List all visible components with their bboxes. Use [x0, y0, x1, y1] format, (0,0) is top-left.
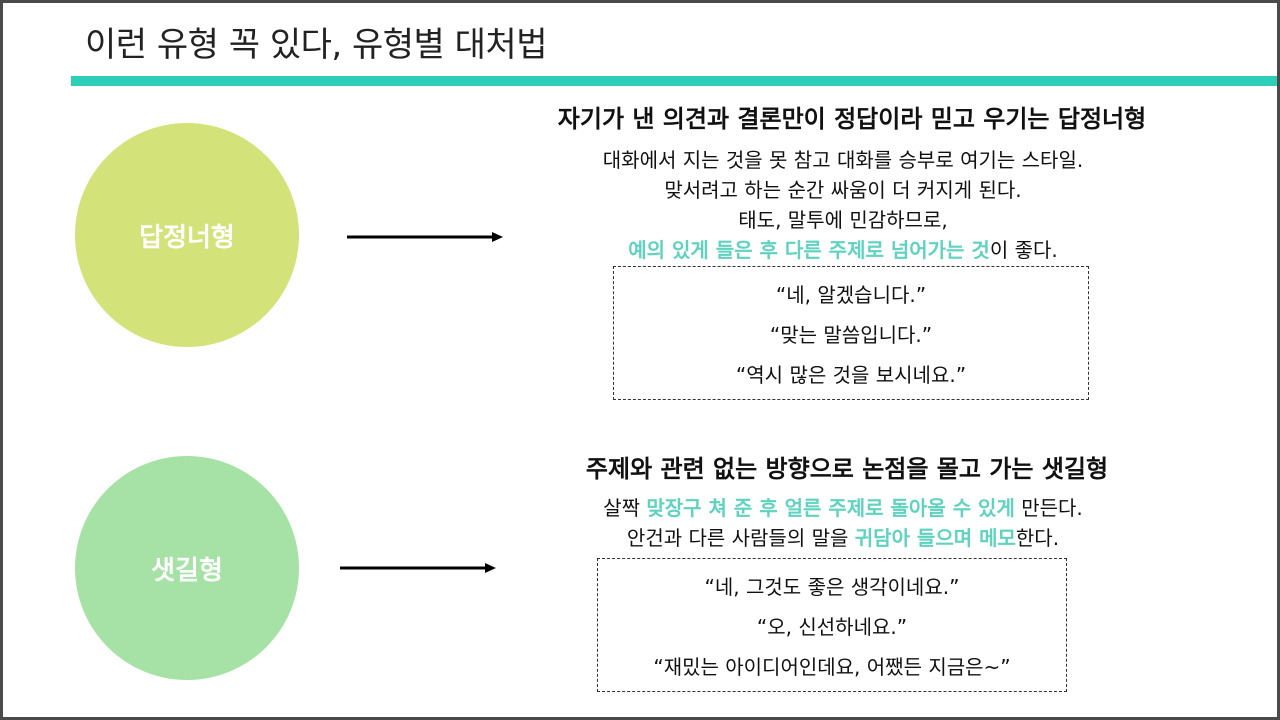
circle-type-1-label: 답정너형	[139, 222, 235, 253]
circle-type-1: 답정너형	[75, 123, 299, 347]
section-2-desc-line-1: 살짝 맞장구 쳐 준 후 얼른 주제로 돌아올 수 있게 만든다.	[493, 493, 1193, 523]
arrow-right-icon	[347, 232, 503, 242]
section-1-desc-line-1: 대화에서 지는 것을 못 참고 대화를 승부로 여기는 스타일.	[602, 148, 1084, 172]
section-2-description: 살짝 맞장구 쳐 준 후 얼른 주제로 돌아올 수 있게 만든다. 안건과 다른…	[493, 493, 1193, 553]
quote-item: “네, 알겠습니다.”	[775, 282, 927, 307]
section-2-desc-line-1-pre: 살짝	[603, 496, 647, 520]
section-2-highlight-1: 맞장구 쳐 준 후 얼른 주제로 돌아올 수 있게	[646, 496, 1015, 520]
section-2-desc-line-2-post: 한다.	[1015, 526, 1060, 550]
section-1-quotes-box: “네, 알겠습니다.” “맞는 말씀입니다.” “역시 많은 것을 보시네요.”	[613, 266, 1089, 400]
section-2-quotes-box: “네, 그것도 좋은 생각이네요.” “오, 신선하네요.” “재밌는 아이디어…	[597, 558, 1067, 692]
title-accent-bar	[71, 76, 1277, 86]
section-2-desc-line-2: 안건과 다른 사람들의 말을 귀담아 들으며 메모한다.	[493, 523, 1193, 553]
quote-item: “재밌는 아이디어인데요, 어쨌든 지금은~”	[653, 654, 1011, 679]
section-1-desc-line-4-rest: 이 좋다.	[989, 238, 1058, 262]
section-2-desc-line-2-pre: 안건과 다른 사람들의 말을	[626, 526, 855, 550]
circle-type-2-label: 샛길형	[151, 555, 223, 586]
quote-item: “맞는 말씀입니다.”	[769, 322, 933, 347]
section-1-desc-line-4: 예의 있게 들은 후 다른 주제로 넘어가는 것이 좋다.	[493, 235, 1193, 265]
quote-item: “네, 그것도 좋은 생각이네요.”	[704, 574, 960, 599]
section-1-desc-line-2: 맞서려고 하는 순간 싸움이 더 커지게 된다.	[664, 178, 1022, 202]
section-1-desc-line-3: 태도, 말투에 민감하므로,	[738, 208, 948, 232]
section-2-heading: 주제와 관련 없는 방향으로 논점을 몰고 가는 샛길형	[585, 455, 1109, 483]
arrow-right-icon	[340, 563, 496, 573]
circle-type-2: 샛길형	[75, 456, 299, 680]
section-1-heading: 자기가 낸 의견과 결론만이 정답이라 믿고 우기는 답정너형	[557, 105, 1147, 133]
section-2-desc-line-1-post: 만든다.	[1014, 496, 1083, 520]
section-1-description: 대화에서 지는 것을 못 참고 대화를 승부로 여기는 스타일. 맞서려고 하는…	[493, 145, 1193, 265]
quote-item: “역시 많은 것을 보시네요.”	[735, 362, 967, 387]
section-2-highlight-2: 귀담아 들으며 메모	[854, 526, 1016, 550]
quote-item: “오, 신선하네요.”	[756, 614, 908, 639]
slide-title: 이런 유형 꼭 있다, 유형별 대처법	[85, 25, 548, 65]
section-1-highlight: 예의 있게 들은 후 다른 주제로 넘어가는 것	[628, 238, 990, 262]
